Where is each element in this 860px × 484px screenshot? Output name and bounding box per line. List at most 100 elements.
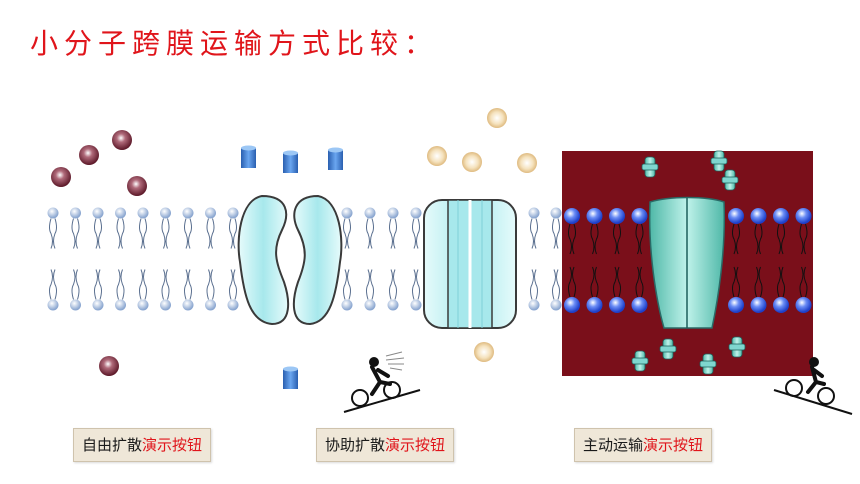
lipid-head bbox=[564, 208, 580, 224]
lipid-tail bbox=[161, 269, 170, 300]
lipid-head bbox=[795, 208, 812, 224]
lipid-head bbox=[137, 299, 149, 311]
lipid-tail bbox=[552, 269, 560, 300]
lipid-head bbox=[528, 299, 540, 311]
lipid-head bbox=[631, 208, 648, 224]
lipid-tail bbox=[412, 269, 420, 300]
lipid-tail bbox=[206, 218, 215, 249]
lipid-tail bbox=[635, 266, 644, 298]
facilitated-diffusion-demo-button[interactable]: 协助扩散演示按钮 bbox=[316, 428, 455, 462]
lipid-tail bbox=[777, 223, 785, 255]
lipid-head bbox=[341, 207, 353, 219]
lipid-bilayer bbox=[47, 207, 562, 311]
lipid-head bbox=[92, 299, 104, 311]
lipid-head bbox=[773, 208, 789, 224]
lipid-tail bbox=[799, 266, 808, 298]
lipid-tail bbox=[343, 218, 351, 249]
lipid-tail bbox=[732, 266, 740, 298]
button-label-suffix: 演示按钮 bbox=[643, 436, 704, 454]
lipid-tail bbox=[161, 218, 170, 249]
lipid-tail bbox=[754, 223, 763, 255]
pump-molecule bbox=[710, 150, 728, 172]
lipid-head bbox=[728, 297, 744, 313]
lipid-head bbox=[750, 297, 767, 313]
lipid-head bbox=[387, 207, 399, 219]
lipid-tail bbox=[366, 269, 374, 300]
lipid-tail bbox=[552, 218, 560, 249]
pump-molecule bbox=[659, 338, 677, 360]
lipid-head bbox=[750, 208, 767, 224]
lipid-head bbox=[227, 299, 239, 311]
lipid-tail bbox=[754, 266, 763, 298]
lipid-tail bbox=[71, 269, 80, 300]
lipid-head bbox=[586, 297, 603, 313]
free-diffusion-demo-button[interactable]: 自由扩散演示按钮 bbox=[73, 428, 212, 462]
lipid-head bbox=[364, 207, 376, 219]
lipid-tail bbox=[343, 269, 351, 300]
button-label-prefix: 自由扩散 bbox=[82, 436, 143, 454]
lipid-head bbox=[115, 207, 126, 219]
lipid-head bbox=[795, 297, 812, 313]
pump-molecule bbox=[641, 156, 659, 178]
cyclist-icon bbox=[343, 351, 421, 413]
lipid-head bbox=[47, 299, 59, 311]
lipid-bilayer-active bbox=[564, 208, 812, 313]
pump-molecule bbox=[631, 350, 649, 372]
lipid-head bbox=[586, 208, 603, 224]
cylinder-molecules bbox=[241, 145, 343, 389]
lipid-head bbox=[528, 207, 540, 219]
lipid-tail bbox=[139, 269, 147, 300]
lipid-head bbox=[364, 299, 376, 311]
lipid-head bbox=[160, 299, 171, 311]
lipid-head bbox=[115, 299, 126, 311]
button-label-prefix: 主动运输 bbox=[583, 436, 644, 454]
pump-protein bbox=[648, 196, 726, 329]
lipid-head bbox=[205, 207, 216, 219]
lipid-tail bbox=[139, 218, 147, 249]
pump-molecule bbox=[721, 169, 739, 191]
pump-molecule bbox=[728, 336, 746, 358]
cyclist-icon bbox=[773, 357, 853, 415]
lipid-head bbox=[609, 297, 625, 313]
lipid-tail bbox=[412, 218, 420, 249]
lipid-head bbox=[728, 208, 744, 224]
lipid-head bbox=[564, 297, 580, 313]
lipid-tail bbox=[229, 218, 237, 249]
lipid-head bbox=[410, 207, 422, 219]
lipid-head bbox=[205, 299, 216, 311]
button-label-prefix: 协助扩散 bbox=[325, 436, 386, 454]
lipid-head bbox=[550, 207, 562, 219]
lipid-head bbox=[609, 208, 625, 224]
lipid-head bbox=[410, 299, 422, 311]
lipid-tail bbox=[530, 218, 538, 249]
button-label-suffix: 演示按钮 bbox=[142, 436, 203, 454]
lipid-tail bbox=[613, 266, 621, 298]
lipid-tail bbox=[389, 269, 397, 300]
lipid-tail bbox=[184, 269, 192, 300]
lipid-tail bbox=[206, 269, 215, 300]
lipid-head bbox=[631, 297, 648, 313]
lipid-tail bbox=[530, 269, 538, 300]
lipid-head bbox=[550, 299, 562, 311]
lipid-head bbox=[70, 299, 81, 311]
page-title: 小分子跨膜运输方式比较： bbox=[30, 27, 439, 60]
lipid-tail bbox=[635, 223, 644, 255]
active-transport-demo-button[interactable]: 主动运输演示按钮 bbox=[574, 428, 713, 462]
lipid-tail bbox=[590, 223, 599, 255]
lipid-head bbox=[773, 297, 789, 313]
lipid-head bbox=[70, 207, 81, 219]
lipid-tail bbox=[732, 223, 740, 255]
lipid-head bbox=[341, 299, 353, 311]
lipid-tail bbox=[116, 269, 125, 300]
lipid-tail bbox=[94, 269, 102, 300]
lipid-tail bbox=[613, 223, 621, 255]
lipid-head bbox=[160, 207, 171, 219]
lipid-head bbox=[182, 207, 194, 219]
free-diffusion-molecules bbox=[51, 130, 147, 376]
lipid-tail bbox=[94, 218, 102, 249]
button-label-suffix: 演示按钮 bbox=[385, 436, 446, 454]
lipid-head bbox=[137, 207, 149, 219]
channel-protein bbox=[237, 194, 343, 326]
lipid-tail bbox=[49, 269, 57, 300]
